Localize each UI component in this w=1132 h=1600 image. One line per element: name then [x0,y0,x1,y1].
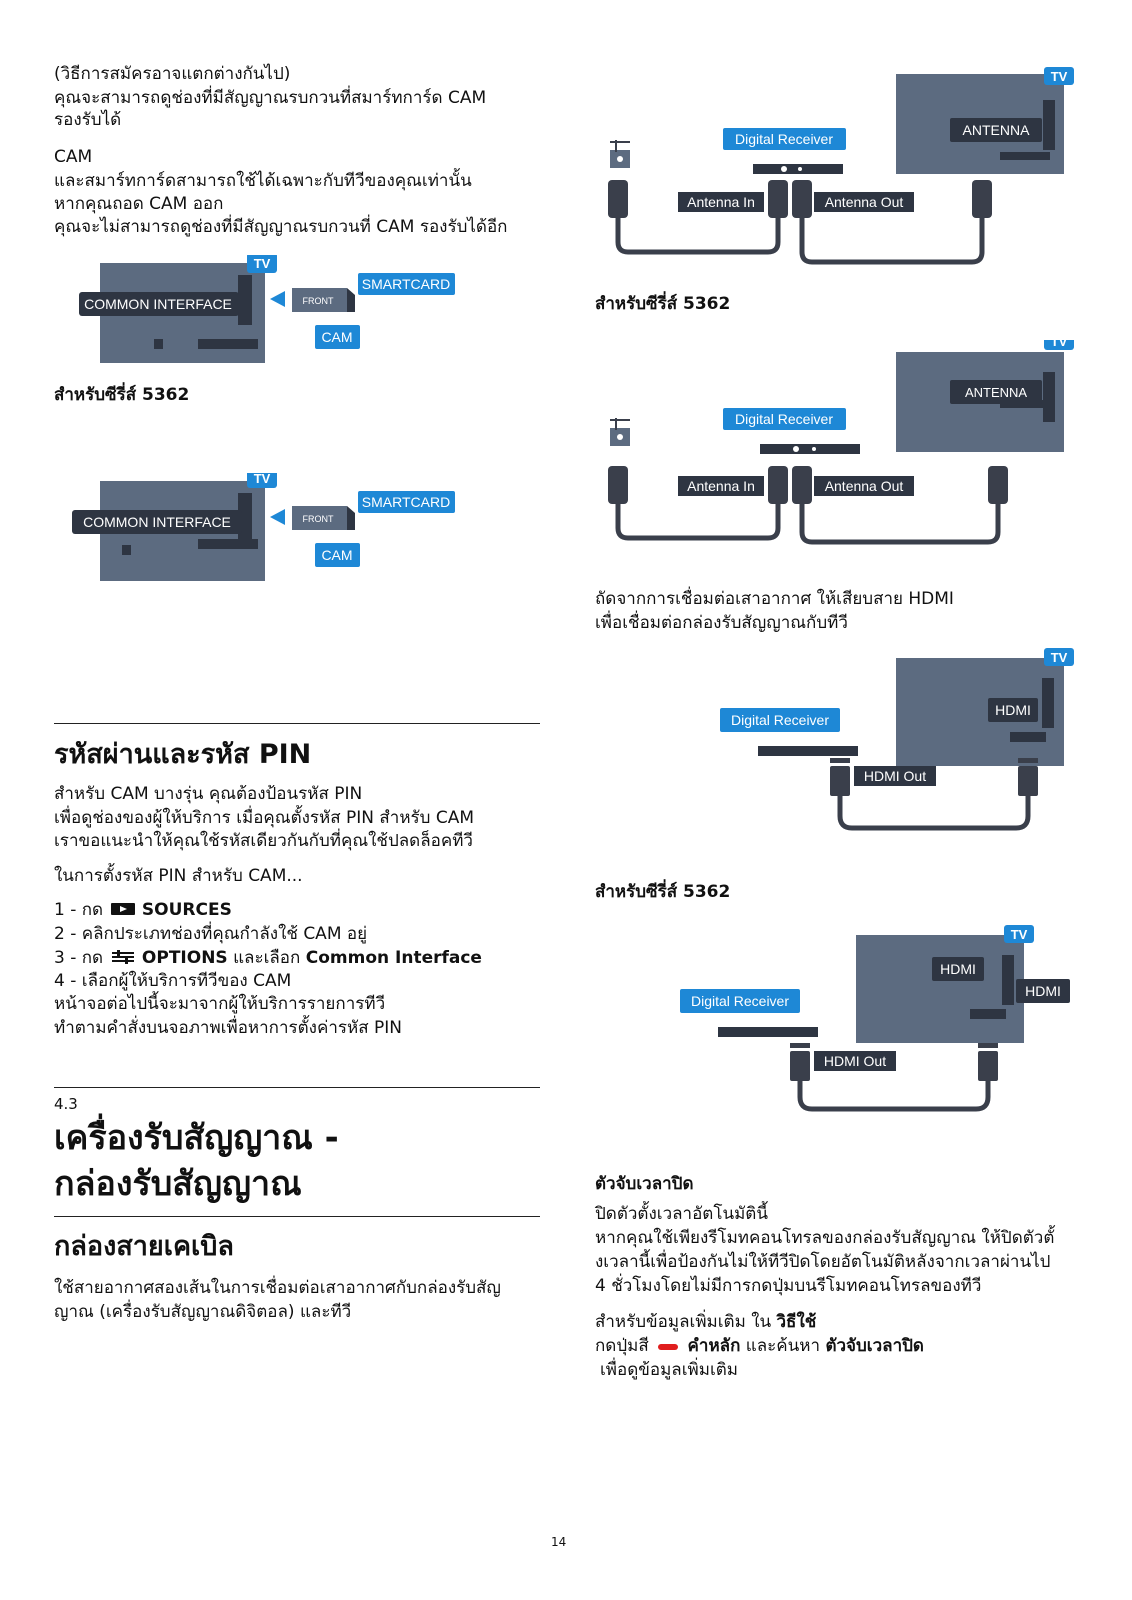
cam-card [292,288,347,312]
svg-text:CAM: CAM [321,547,352,563]
svg-text:HDMI Out: HDMI Out [824,1053,886,1069]
svg-text:Digital Receiver: Digital Receiver [735,411,833,427]
svg-text:Antenna Out: Antenna Out [825,194,904,210]
svg-text:HDMI: HDMI [1025,983,1061,999]
svg-text:TV: TV [1051,340,1068,349]
svg-text:ANTENNA: ANTENNA [965,385,1027,400]
cam-text-7: คุณจะไม่สามารถดูช่องที่มีสัญญาณรบกวนที่ … [54,217,508,237]
pin-text-2: เพื่อดูช่องของผู้ให้บริการ เมื่อคุณตั้งร… [54,808,475,828]
cam-text-3: รองรับได้ [54,110,122,130]
cable-text-2: ญาณ (เครื่องรับสัญญาณดิจิตอล) และทีวี [54,1302,352,1322]
cam-text-1: (วิธีการสมัครอาจแตกต่างกันไป) [54,64,291,84]
common-interface-figure-1: COMMON INTERFACE TV FRONT SMARTCARD CAM [79,255,455,363]
step-4c: ทำตามคำสั่งบนจอภาพเพื่อหาการตั้งค่ารหัส … [54,1018,402,1038]
smartcard-label [358,273,455,295]
hdmi-text-1: ถัดจากการเชื่อมต่อเสาอากาศ ให้เสียบสาย H… [595,589,954,609]
cam-text-6: หากคุณถอด CAM ออก [54,194,224,214]
more-info-2: กดปุ่มสี คำหลัก และค้นหา ตัวจับเวลาปิด [595,1336,924,1356]
options-icon [111,950,134,964]
svg-text:TV: TV [1051,69,1068,84]
svg-text:FRONT: FRONT [303,514,334,524]
step-4: 4 - เลือกผู้ให้บริการทีวีของ CAM [54,971,292,991]
svg-text:ANTENNA: ANTENNA [963,122,1031,138]
antenna-connection-figure-1: ANTENNA TV Digital Receiver Antenna In A… [608,67,1074,265]
svg-text:Antenna Out: Antenna Out [825,478,904,494]
cable-heading: กล่องสายเคเบิล [54,1231,234,1262]
cam-text-4: CAM [54,147,93,167]
timer-text-1: ปิดตัวตั้งเวลาอัตโนมัตินี้ [595,1204,768,1224]
cam-text-2: คุณจะสามารถดูช่องที่มีสัญญาณรบกวนที่สมาร… [54,88,487,108]
svg-text:TV: TV [254,256,271,271]
step-3: 3 - กด OPTIONS และเลือก Common Interface [54,948,482,968]
antenna-connection-figure-2: ANTENNA TV Digital Receiver Antenna In A… [608,340,1074,545]
sources-icon [110,903,135,915]
timer-text-3: งเวลานี้เพื่อป้องกันไม่ให้ทีวีปิดโดยอัตโ… [595,1252,1051,1272]
series-label-3: สำหรับซีรี่ส์ 5362 [595,882,731,902]
svg-text:FRONT: FRONT [303,296,334,306]
cam-label [315,325,360,349]
red-key-icon [658,1344,679,1350]
svg-text:HDMI: HDMI [940,961,976,977]
svg-text:TV: TV [1011,927,1028,942]
more-info-3: เพื่อดูข้อมูลเพิ่มเติม [600,1360,739,1380]
series-label-1: สำหรับซีรี่ส์ 5362 [54,385,190,405]
svg-text:COMMON INTERFACE: COMMON INTERFACE [83,514,231,530]
step-4b: หน้าจอต่อไปนี้จะมาจากผู้ให้บริการรายการท… [54,994,386,1014]
section-title-1: เครื่องรับสัญญาณ - [54,1118,339,1158]
timer-text-2: หากคุณใช้เพียงรีโมทคอนโทรลของกล่องรับสัญ… [595,1228,1055,1248]
pin-text-3: เราขอแนะนำให้คุณใช้รหัสเดียวกันกับที่คุณ… [54,831,473,851]
divider [54,1087,540,1088]
more-info-1: สำหรับข้อมูลเพิ่มเติม ใน วิธีใช้ [595,1312,817,1332]
svg-text:Antenna In: Antenna In [687,194,755,210]
svg-text:COMMON INTERFACE: COMMON INTERFACE [84,296,232,312]
svg-text:Antenna In: Antenna In [687,478,755,494]
svg-text:SMARTCARD: SMARTCARD [362,494,450,510]
divider [54,1216,540,1217]
common-interface-label [79,292,239,316]
step-1: 1 - กด SOURCES [54,900,232,920]
pin-heading: รหัสผ่านและรหัส PIN [54,739,312,770]
svg-text:Digital Receiver: Digital Receiver [731,712,829,728]
divider [54,723,540,724]
svg-text:TV: TV [1051,650,1068,665]
cam-text-5: และสมาร์ทการ์ดสามารถใช้ได้เฉพาะกับทีวีขอ… [54,171,472,191]
cable-text-1: ใช้สายอากาศสองเส้นในการเชื่อมต่อเสาอากาศ… [54,1278,501,1298]
hdmi-connection-figure-2: HDMI HDMI TV Digital Receiver HDMI Out [680,925,1070,1112]
svg-text:CAM: CAM [321,329,352,345]
step-2: 2 - คลิกประเภทช่องที่คุณกำลังใช้ CAM อยู… [54,924,368,944]
timer-text-4: 4 ชั่วโมงโดยไม่มีการกดปุ่มบนรีโมทคอนโทรล… [595,1276,982,1296]
pin-text-4: ในการตั้งรหัส PIN สำหรับ CAM... [54,866,303,886]
hdmi-connection-figure-1: HDMI TV Digital Receiver HDMI Out [720,648,1074,831]
timer-heading: ตัวจับเวลาปิด [595,1174,694,1194]
hdmi-text-2: เพื่อเชื่อมต่อกล่องรับสัญญาณกับทีวี [595,613,848,633]
antenna-mast-icon [610,140,630,168]
svg-text:HDMI Out: HDMI Out [864,768,926,784]
svg-text:TV: TV [254,473,271,486]
svg-text:Digital Receiver: Digital Receiver [691,993,789,1009]
pin-text-1: สำหรับ CAM บางรุ่น คุณต้องป้อนรหัส PIN [54,784,363,804]
svg-text:HDMI: HDMI [995,702,1031,718]
series-label-2: สำหรับซีรี่ส์ 5362 [595,294,731,314]
svg-text:Digital Receiver: Digital Receiver [735,131,833,147]
section-title-2: กล่องรับสัญญาณ [54,1164,302,1204]
svg-text:SMARTCARD: SMARTCARD [362,276,450,292]
insert-arrow-icon [270,291,285,307]
page-number: 14 [551,1535,567,1549]
section-number: 4.3 [54,1095,78,1113]
common-interface-figure-2: COMMON INTERFACE TV FRONT SMARTCARD CAM [72,473,455,581]
